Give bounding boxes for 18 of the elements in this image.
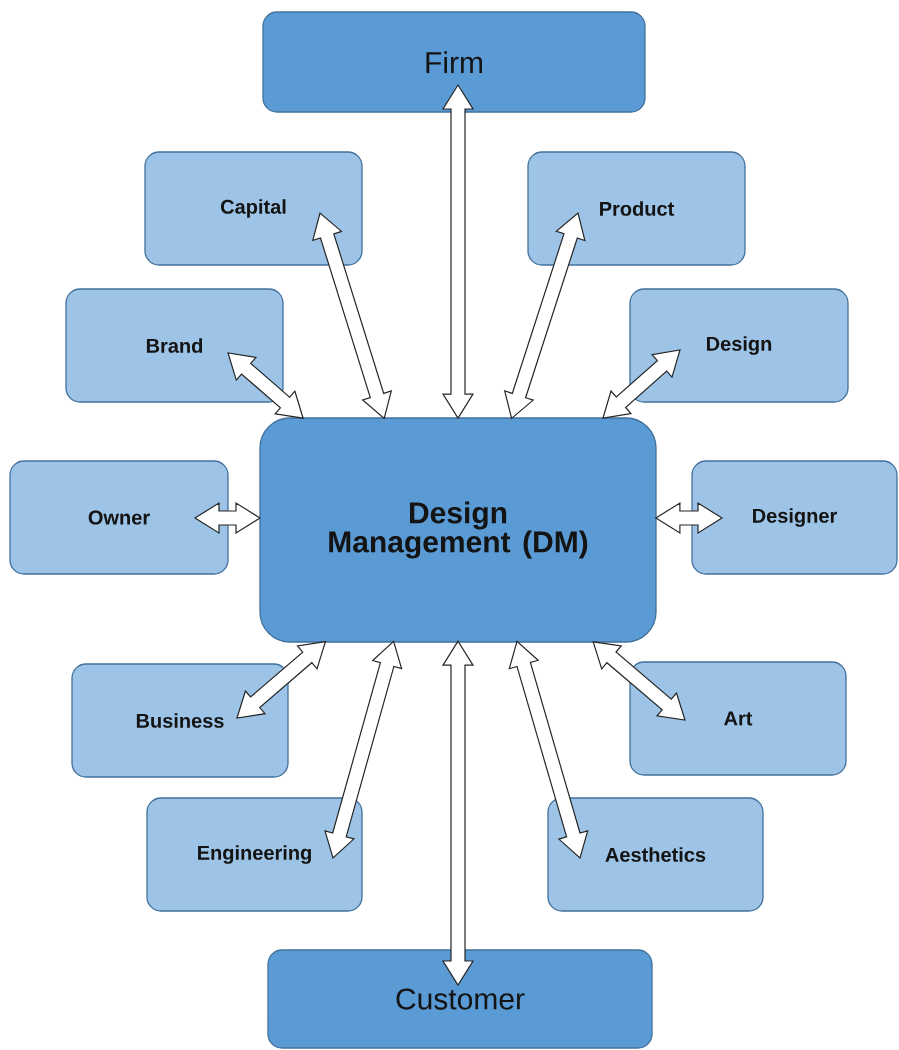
topic-box: Aesthetics [547, 797, 764, 912]
topic-box: Product [527, 151, 746, 266]
topic-box: Art [629, 661, 847, 776]
main-box: Firm [262, 11, 646, 113]
topic-box: Capital [144, 151, 363, 266]
double-arrow [227, 352, 304, 419]
topic-box: Owner [9, 460, 229, 575]
topic-box: Designer [691, 460, 898, 575]
double-arrow [602, 349, 681, 419]
double-arrow [324, 640, 403, 860]
topic-box: Design [629, 288, 849, 403]
topic-box: Brand [65, 288, 284, 403]
main-box: Customer [267, 949, 653, 1049]
topic-box: Business [71, 663, 289, 778]
topic-box: Engineering [146, 797, 363, 912]
double-arrow [592, 641, 686, 721]
double-arrow [508, 640, 589, 860]
hub-box: Design Management (DM) [259, 417, 657, 643]
